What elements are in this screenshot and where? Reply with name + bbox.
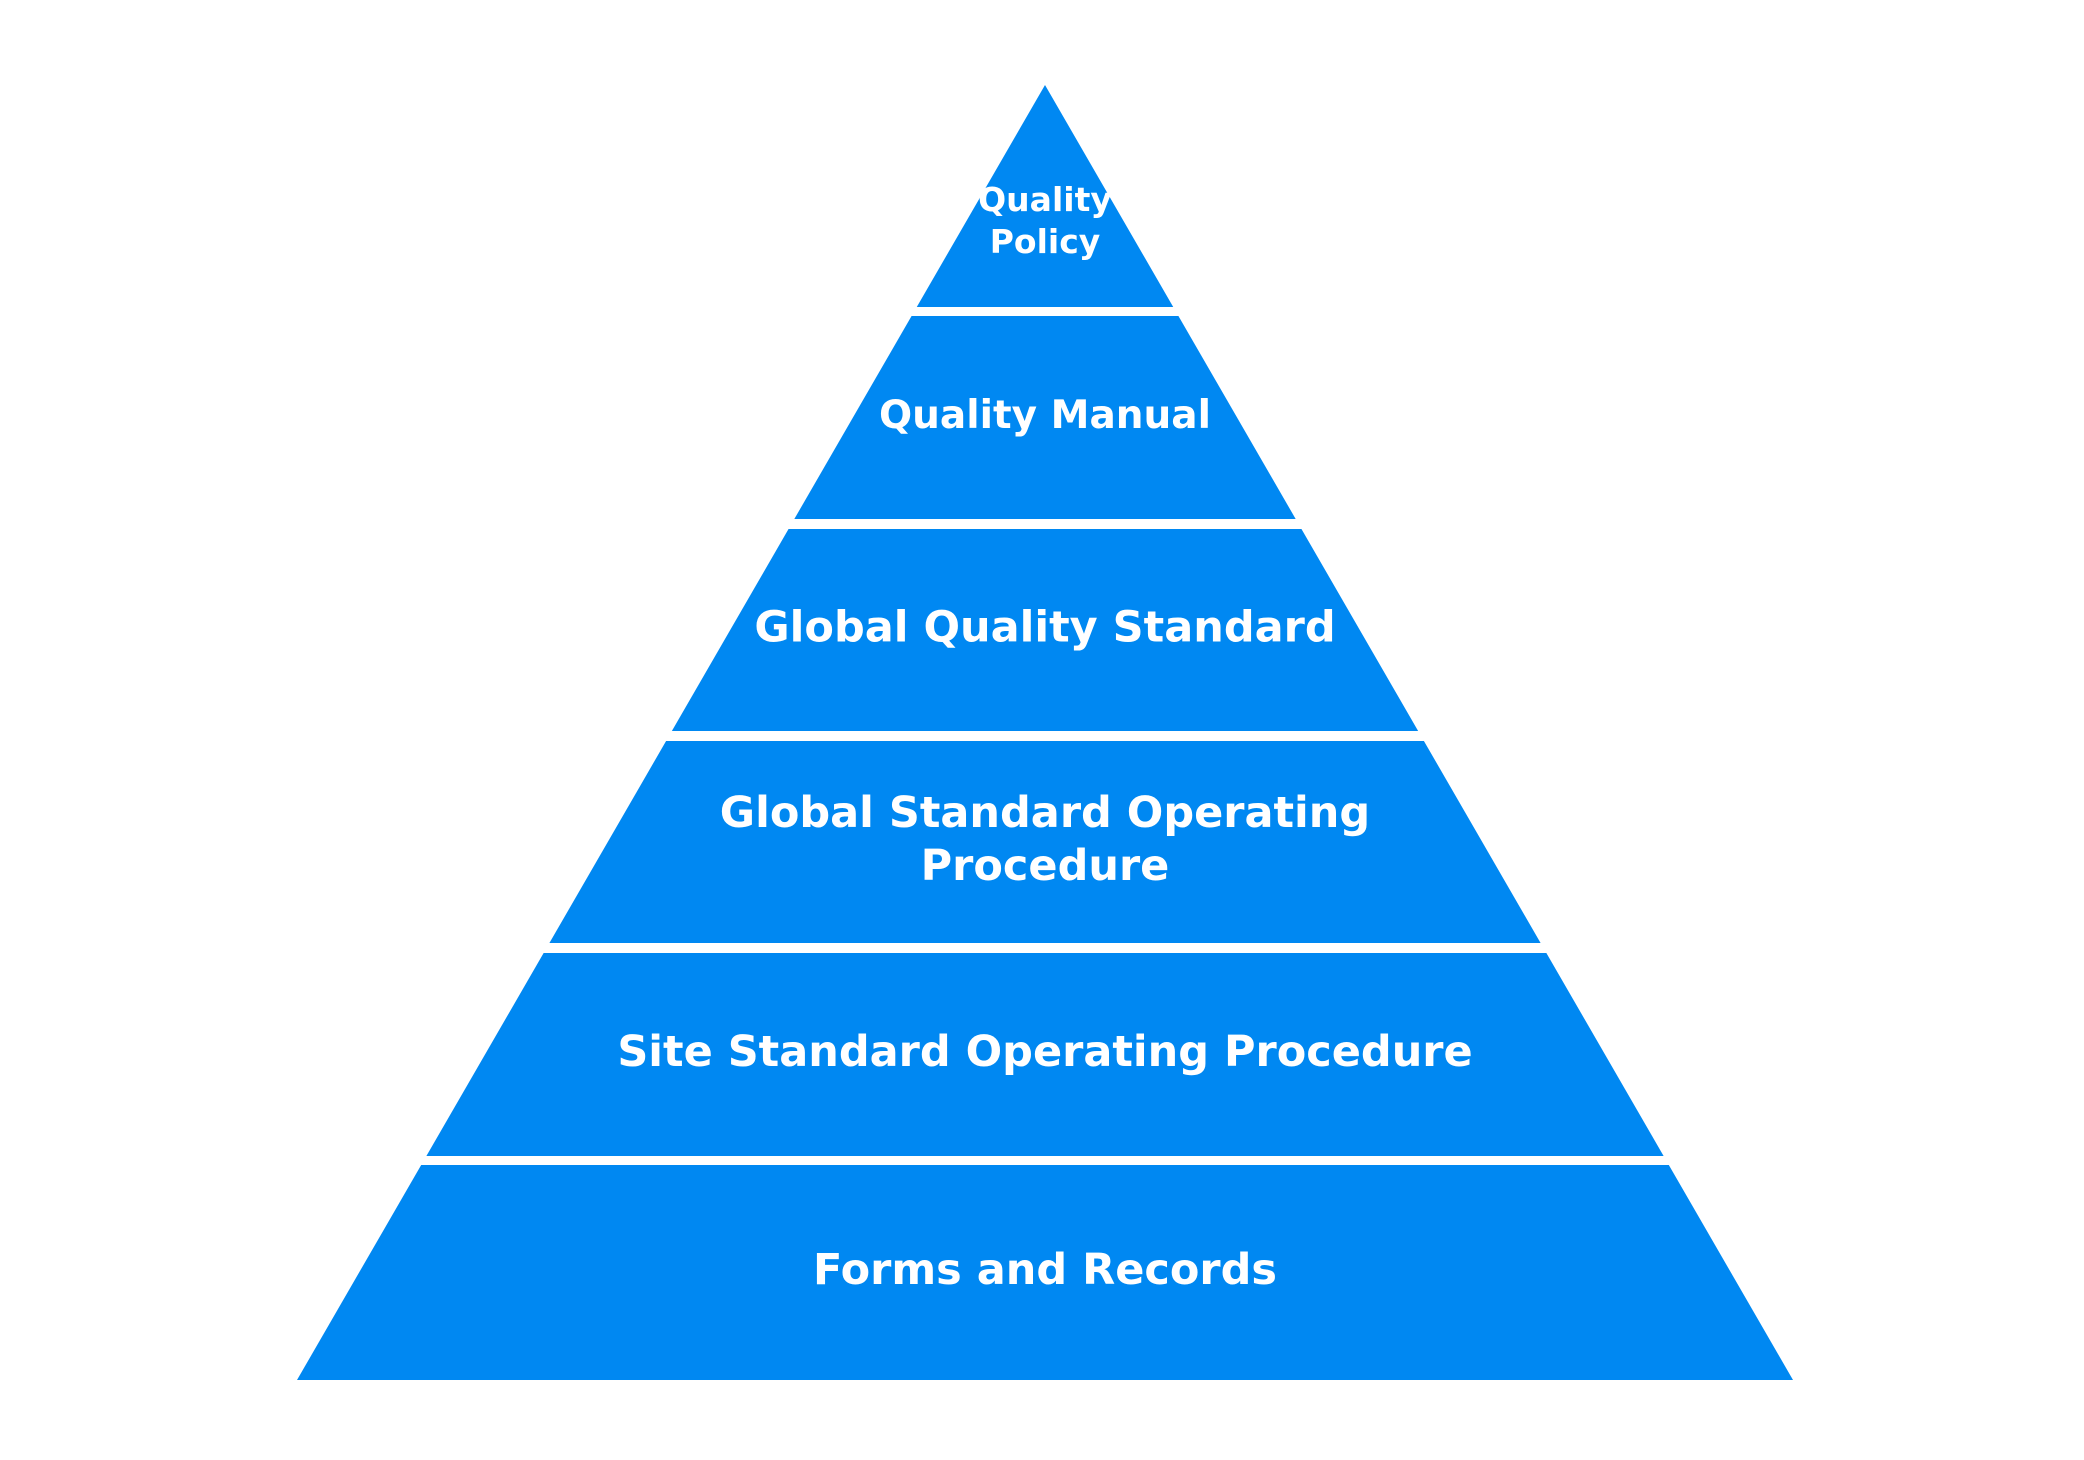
pyramid-tier-3 bbox=[671, 529, 1419, 731]
pyramid-tier-5 bbox=[426, 953, 1664, 1156]
pyramid-tier-4-label: Global Standard Operating bbox=[720, 788, 1370, 838]
pyramid-tier-2-label: Quality Manual bbox=[879, 393, 1211, 438]
pyramid-tier-1-label: Quality bbox=[978, 180, 1112, 219]
pyramid-tier-3-label: Global Quality Standard bbox=[754, 603, 1335, 653]
pyramid-tier-5-label: Site Standard Operating Procedure bbox=[617, 1027, 1472, 1077]
pyramid-tier-6 bbox=[297, 1165, 1793, 1380]
pyramid-tier-4-label: Procedure bbox=[921, 841, 1170, 891]
pyramid-tier-6-label: Forms and Records bbox=[813, 1245, 1277, 1295]
pyramid-tier-4 bbox=[549, 741, 1541, 943]
pyramid-tier-1 bbox=[916, 85, 1174, 307]
pyramid-tier-2 bbox=[794, 316, 1296, 519]
pyramid-tier-1-label: Policy bbox=[990, 222, 1101, 261]
